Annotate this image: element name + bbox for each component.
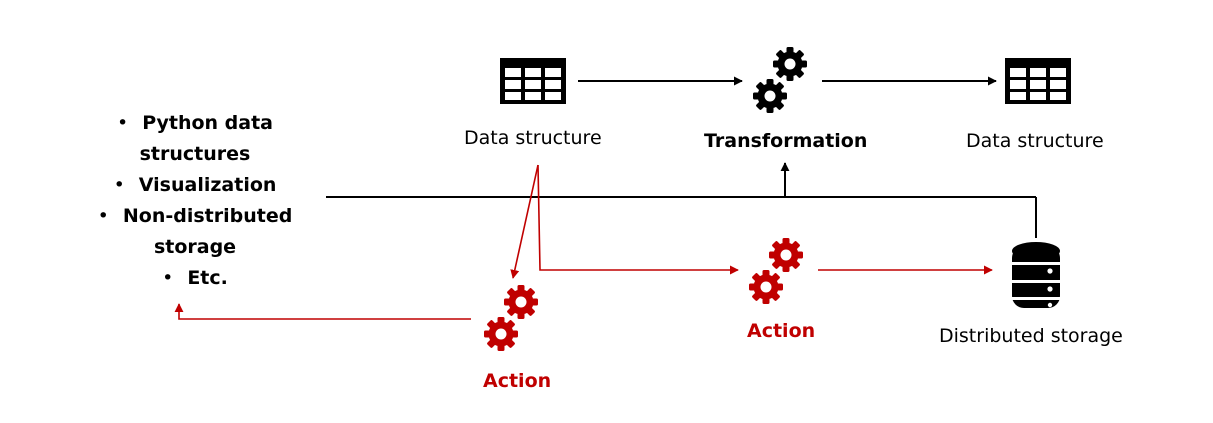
list-item: •Visualization [113,174,277,196]
transformation-label: Transformation [704,130,868,152]
table-grid-icon [1005,58,1071,104]
database-icon [1012,242,1060,308]
bullet-dot: • [113,174,125,196]
data-structure-right-label: Data structure [966,130,1104,152]
gears-icon [753,47,807,113]
gears-icon [749,238,803,304]
distributed-storage-label: Distributed storage [939,325,1123,347]
list-item: •Non-distributed storage [97,205,293,258]
action-center-label: Action [747,320,816,342]
bullet-dot: • [97,205,109,227]
table-grid-icon [500,58,566,104]
list-item: •Etc. [162,267,228,289]
gears-icon [484,285,538,351]
arrow-data-to-action-left [510,164,539,279]
arrow-action-to-bullets [174,303,471,320]
list-item: •Python data structures [116,112,273,165]
data-structure-left-label: Data structure [464,127,602,149]
action-bottom-label: Action [483,370,552,392]
bullet-dot: • [116,112,129,134]
arrow-data-to-action-center [537,164,739,275]
bullet-dot: • [162,267,174,289]
bullet-list: •Python data structures •Visualization •… [60,108,330,294]
